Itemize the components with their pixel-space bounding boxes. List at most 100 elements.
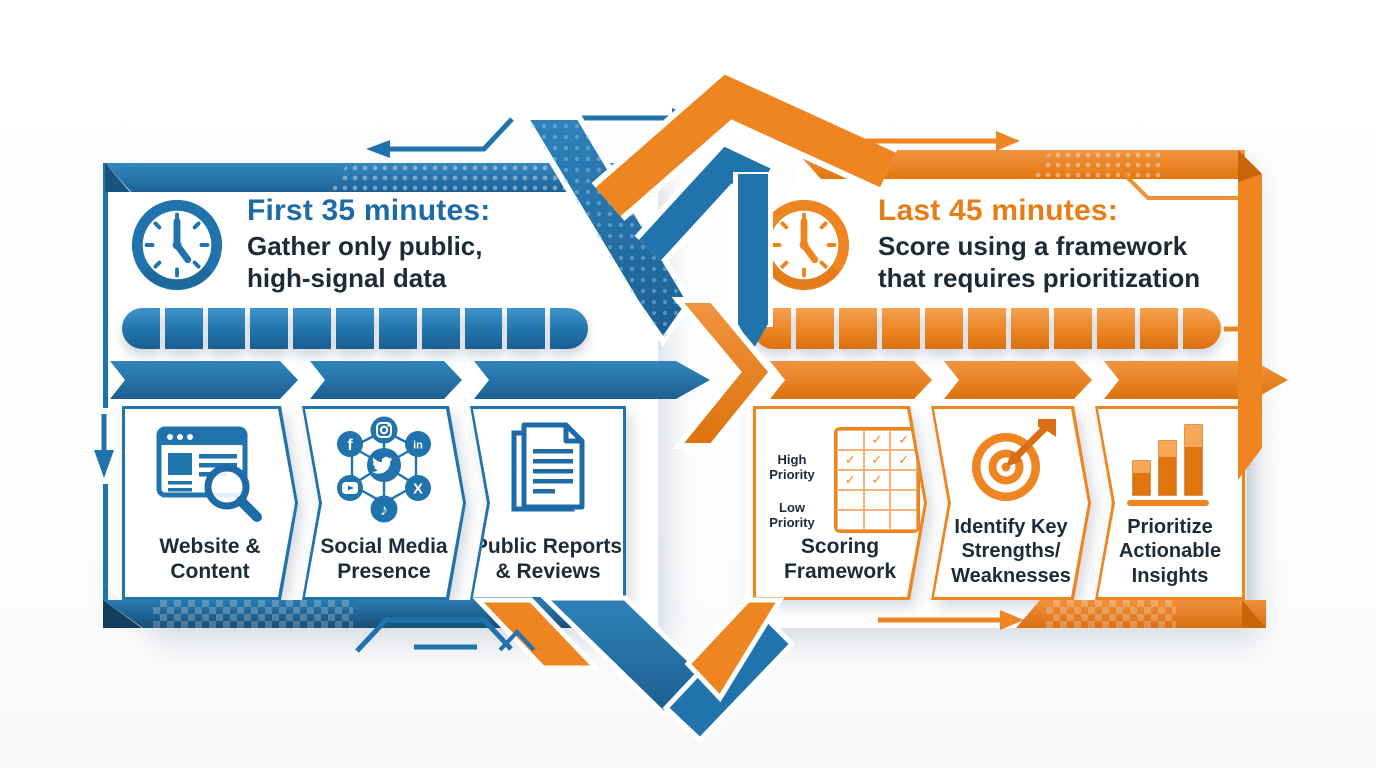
progress-segment — [421, 308, 460, 349]
bar-chart-icon — [1098, 419, 1242, 511]
grid-cell — [837, 430, 864, 450]
flow-ribbon-segment — [110, 361, 298, 399]
high-priority-label: High Priority — [769, 452, 815, 482]
svg-text:♪: ♪ — [380, 502, 388, 519]
grid-cell-checked: ✓ — [864, 430, 891, 450]
checker-decoration — [1046, 600, 1176, 628]
progress-segments — [753, 308, 1221, 349]
grid-cell-checked: ✓ — [837, 470, 864, 490]
flow-ribbon-segment — [770, 361, 932, 399]
progress-segment — [925, 308, 963, 349]
card-label-line: Identify Key — [954, 515, 1068, 538]
card-label-line: Strengths/ — [961, 540, 1061, 563]
scoring-grid: ✓✓✓✓✓✓✓ — [834, 427, 920, 533]
checker-decoration — [153, 600, 353, 628]
card-label-line: Presence — [337, 560, 431, 584]
grid-cell — [864, 510, 891, 530]
documents-icon — [473, 421, 623, 525]
flow-ribbon-arrow — [474, 361, 710, 399]
subtitle-line: that requires prioritization — [878, 262, 1201, 293]
subtitle-line: Score using a framework — [878, 231, 1188, 261]
card-label-line: Actionable — [1118, 540, 1222, 563]
svg-text:in: in — [413, 440, 423, 452]
arrowhead-left — [366, 140, 390, 158]
grid-cell — [890, 510, 917, 530]
halftone-dots-decoration — [330, 163, 645, 192]
progress-segment — [164, 308, 203, 349]
card-website-content: Website & Content — [122, 406, 298, 600]
clock-icon — [128, 196, 226, 294]
progress-segment — [796, 308, 834, 349]
grid-cell — [890, 470, 917, 490]
linkedin-icon: in — [405, 431, 431, 457]
panel-first-35-title: First 35 minutes: — [247, 194, 491, 227]
grid-cell — [837, 510, 864, 530]
clock-icon — [755, 196, 853, 294]
panel-first-35-top-strip — [105, 163, 645, 192]
halftone-dots-decoration — [1033, 150, 1165, 179]
svg-text:f: f — [347, 437, 353, 454]
card-public-reports: Public Reports & Reviews — [470, 406, 626, 600]
time-progress-bar-first-35 — [122, 308, 588, 349]
card-label-line: Prioritize — [1127, 515, 1213, 538]
progress-segment — [507, 308, 546, 349]
progress-segment — [1183, 308, 1221, 349]
facebook-icon: f — [337, 431, 363, 457]
social-network-icon: f in — [305, 415, 463, 529]
loop-arrow-left — [388, 117, 514, 152]
card-label-line: Weaknesses — [951, 564, 1071, 587]
card-label-line: Social Media — [320, 534, 448, 558]
card-label-line: Framework — [783, 560, 897, 584]
arrowhead-right — [672, 108, 696, 128]
grid-cell — [837, 490, 864, 510]
grid-cell-checked: ✓ — [864, 470, 891, 490]
card-label-line: Insights — [1131, 564, 1209, 587]
flow-ribbon-segment — [944, 361, 1092, 399]
card-scoring-framework: High Priority Low Priority ✓✓✓✓✓✓✓ Scori… — [753, 406, 927, 600]
progress-segment — [882, 308, 920, 349]
card-label-line: Scoring — [800, 534, 880, 558]
subtitle-line: Gather only public, — [247, 231, 483, 261]
card-label-line: & Reviews — [495, 560, 601, 584]
grid-cell-checked: ✓ — [864, 450, 891, 470]
card-label-line: Content — [170, 560, 250, 584]
progress-segment — [839, 308, 877, 349]
grid-cell-checked: ✓ — [890, 450, 917, 470]
progress-segment — [293, 308, 332, 349]
panel-last-45-bottom-strip — [1016, 600, 1266, 628]
panel-last-45-subtitle: Score using a framework that requires pr… — [878, 231, 1200, 294]
subtitle-line: high-signal data — [247, 262, 447, 293]
grid-cell-checked: ✓ — [837, 450, 864, 470]
progress-segment — [753, 308, 791, 349]
card-label-line: Public Reports — [473, 534, 623, 558]
progress-segment — [207, 308, 246, 349]
progress-segment — [250, 308, 289, 349]
time-progress-bar-last-45 — [753, 308, 1221, 349]
card-strengths-weaknesses: Identify Key Strengths/ Weaknesses — [931, 406, 1091, 600]
card-social-media: f in — [302, 406, 466, 600]
progress-segment — [1097, 308, 1135, 349]
flow-ribbon-segment — [310, 361, 462, 399]
panel-last-45-title: Last 45 minutes: — [878, 194, 1118, 227]
card-actionable-insights: Prioritize Actionable Insights — [1095, 406, 1245, 600]
instagram-icon — [371, 417, 398, 444]
youtube-icon — [337, 475, 363, 501]
grid-cell — [864, 490, 891, 510]
grid-cell — [890, 490, 917, 510]
card-label: Prioritize Actionable Insights — [1098, 515, 1242, 588]
progress-segments — [122, 308, 588, 349]
progress-segment — [1011, 308, 1049, 349]
progress-segment — [968, 308, 1006, 349]
low-priority-label: Low Priority — [769, 500, 815, 530]
card-label: Public Reports & Reviews — [473, 534, 623, 585]
progress-segment — [122, 308, 160, 349]
flow-ribbon-arrow — [1104, 361, 1288, 399]
target-icon — [934, 417, 1088, 509]
arrowhead-right — [996, 131, 1020, 151]
progress-segment — [550, 308, 588, 349]
panel-first-35-bottom-strip — [103, 600, 593, 628]
svg-text:X: X — [413, 481, 423, 498]
card-label-line: Website & — [159, 534, 261, 558]
card-label: Scoring Framework — [756, 534, 924, 585]
card-label: Identify Key Strengths/ Weaknesses — [934, 515, 1088, 588]
